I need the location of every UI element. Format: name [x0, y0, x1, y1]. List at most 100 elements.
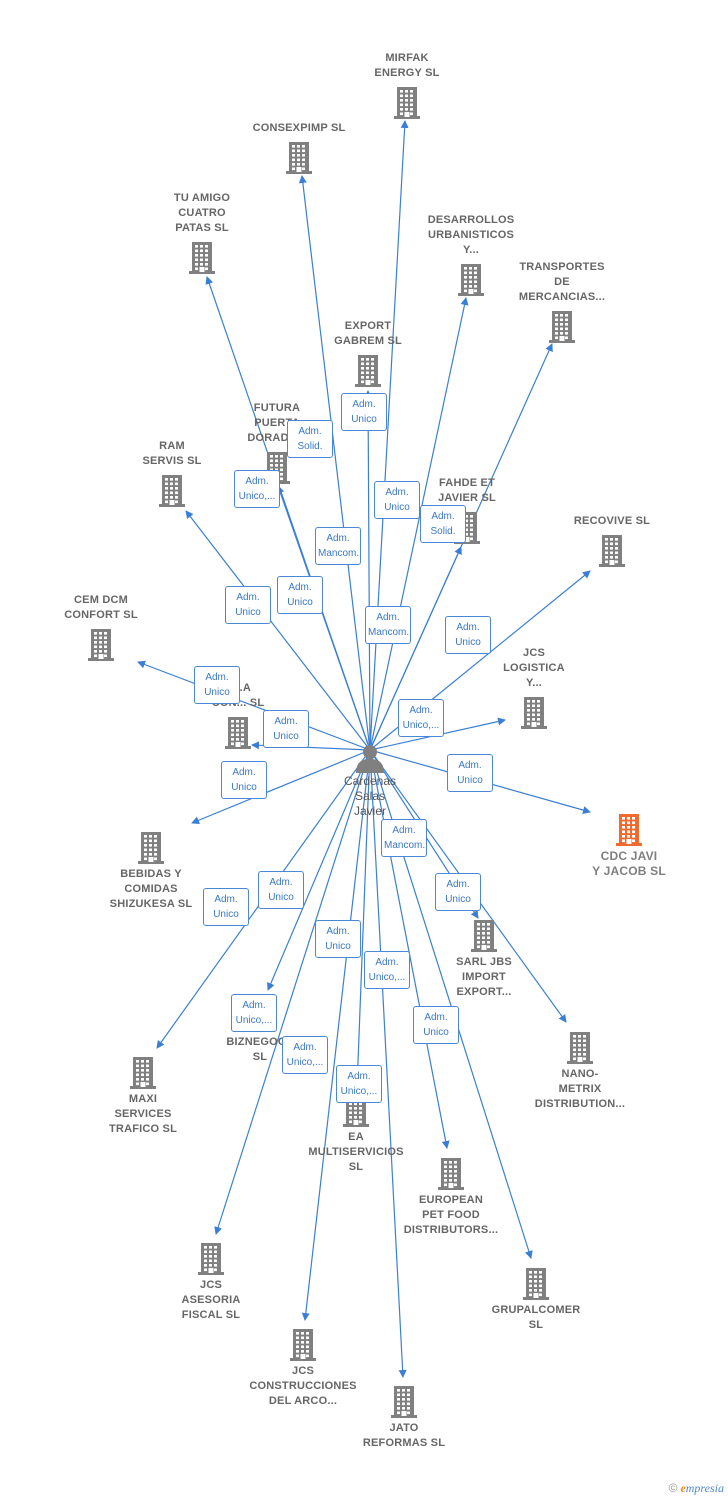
company-node-bebidas[interactable]: BEBIDAS Y COMIDAS SHIZUKESA SL	[86, 830, 216, 912]
company-node-maxi[interactable]: MAXI SERVICES TRAFICO SL	[78, 1055, 208, 1137]
company-node-sarl-jbs[interactable]: SARL JBS IMPORT EXPORT...	[419, 918, 549, 1000]
company-label: EA MULTISERVICIOS SL	[308, 1131, 404, 1173]
company-label: SARL JBS IMPORT EXPORT...	[456, 956, 512, 998]
company-label: JATO REFORMAS SL	[362, 1422, 446, 1449]
brand-name: mpresia	[685, 1481, 724, 1495]
company-label: TU AMIGO CUATRO PATAS SL	[173, 192, 231, 234]
company-label: JCS CONSTRUCCIONES DEL ARCO...	[249, 1365, 357, 1407]
company-node-ea-multi[interactable]: EA MULTISERVICIOS SL	[291, 1093, 421, 1175]
company-node-jato[interactable]: JATO REFORMAS SL	[339, 1384, 469, 1451]
role-badge-mirfak[interactable]: Adm. Mancom.	[315, 527, 361, 565]
role-badge-jcs-asesoria[interactable]: Adm. Unico,...	[231, 994, 277, 1032]
edge-consexpimp	[298, 175, 371, 751]
building-icon	[107, 473, 237, 507]
company-label: RAM SERVIS SL	[142, 440, 202, 467]
role-badge-transportes[interactable]: Adm. Solid.	[420, 505, 466, 543]
company-label: FAHDE ET JAVIER SL	[438, 477, 496, 504]
building-icon	[339, 1384, 469, 1418]
company-node-mirfak[interactable]: MIRFAK ENERGY SL	[342, 51, 472, 119]
edge-jato	[369, 749, 407, 1378]
edge-fahde	[369, 546, 462, 751]
company-label: EUROPEAN PET FOOD DISTRIBUTORS...	[403, 1194, 499, 1236]
company-node-nano-metrix[interactable]: NANO- METRIX DISTRIBUTION...	[515, 1030, 645, 1112]
company-label: CDC JAVI Y JACOB SL	[592, 849, 666, 878]
role-badge-recovive[interactable]: Adm. Unico	[445, 616, 491, 654]
company-node-tu-amigo[interactable]: TU AMIGO CUATRO PATAS SL	[137, 191, 267, 274]
company-label: CEM DCM CONFORT SL	[64, 594, 138, 621]
role-badge-ea-multi[interactable]: Adm. Unico	[315, 920, 361, 958]
company-label: MAXI SERVICES TRAFICO SL	[109, 1093, 177, 1135]
edge-futura	[276, 485, 371, 751]
company-node-jcs-logistica[interactable]: JCS LOGISTICA Y...	[469, 646, 599, 729]
role-badge-jcs-construcciones[interactable]: Adm. Unico,...	[282, 1036, 328, 1074]
edge-jcs-asesoria	[214, 749, 371, 1235]
company-label: RECOVIVE SL	[573, 515, 651, 527]
role-badge-futura[interactable]: Adm. Unico	[277, 576, 323, 614]
edge-ea-multi	[353, 749, 371, 1089]
role-badge-desarrollos[interactable]: Adm. Unico	[374, 481, 420, 519]
role-badge-maxi[interactable]: Adm. Unico	[203, 888, 249, 926]
company-node-cem-dcm[interactable]: CEM DCM CONFORT SL	[36, 593, 166, 661]
edge-export-gabrem	[364, 390, 373, 751]
role-badge-grupalcomer[interactable]: Adm. Unico	[413, 1006, 459, 1044]
company-label: DESARROLLOS URBANISTICOS Y...	[427, 214, 515, 256]
company-node-jcs-construcciones[interactable]: JCS CONSTRUCCIONES DEL ARCO...	[238, 1327, 368, 1409]
building-icon	[36, 627, 166, 661]
company-label: CONSEXPIMP SL	[252, 122, 346, 134]
company-node-recovive[interactable]: RECOVIVE SL	[547, 514, 677, 567]
company-label: EXPORT GABREM SL	[334, 320, 402, 347]
company-label: NANO- METRIX DISTRIBUTION...	[534, 1068, 626, 1110]
company-label: JCS LOGISTICA Y...	[503, 647, 565, 689]
company-label: BIZNEGOCE SL	[226, 1036, 294, 1063]
role-badge-consexpimp[interactable]: Adm. Solid.	[287, 420, 333, 458]
building-icon	[406, 262, 536, 296]
company-node-cdc[interactable]: CDC JAVI Y JACOB SL	[564, 812, 694, 879]
building-icon	[469, 695, 599, 729]
role-badge-biznegoce[interactable]: Adm. Unico	[258, 871, 304, 909]
company-node-transportes[interactable]: TRANSPORTES DE MERCANCIAS...	[497, 260, 627, 343]
building-icon	[137, 240, 267, 274]
building-icon	[564, 812, 694, 846]
building-icon	[386, 1156, 516, 1190]
edge-bebidas	[191, 749, 371, 825]
role-badge-tu-amigo[interactable]: Adm. Unico,...	[234, 470, 280, 508]
building-icon	[342, 85, 472, 119]
edge-mirfak	[369, 120, 409, 751]
edge-biznegoce	[267, 749, 371, 991]
role-badge-jato[interactable]: Adm. Unico,...	[336, 1065, 382, 1103]
edge-ram	[185, 510, 371, 751]
building-icon	[86, 830, 216, 864]
brand-initial: e	[680, 1481, 686, 1495]
company-node-jcs-asesoria[interactable]: JCS ASESORIA FISCAL SL	[146, 1241, 276, 1323]
company-label: GRUPALCOMER SL	[491, 1304, 581, 1331]
company-node-consexpimp[interactable]: CONSEXPIMP SL	[234, 121, 364, 174]
role-badge-bebidas[interactable]: Adm. Unico	[221, 761, 267, 799]
company-node-ram[interactable]: RAM SERVIS SL	[107, 439, 237, 507]
role-badge-cem-dcm[interactable]: Adm. Unico	[194, 666, 240, 704]
edge-desarrollos	[369, 297, 469, 751]
role-badge-european[interactable]: Adm. Unico,...	[364, 951, 410, 989]
brand-logo: ©empresia	[669, 1481, 724, 1496]
company-node-desarrollos[interactable]: DESARROLLOS URBANISTICOS Y...	[406, 213, 536, 296]
company-node-grupalcomer[interactable]: GRUPALCOMER SL	[471, 1266, 601, 1333]
role-badge-fahde[interactable]: Adm. Mancom.	[365, 606, 411, 644]
building-icon	[146, 1241, 276, 1275]
role-badge-jcs-logistica[interactable]: Adm. Unico,...	[398, 699, 444, 737]
role-badge-a-conf[interactable]: Adm. Unico	[263, 710, 309, 748]
building-icon	[234, 140, 364, 174]
copyright-mark: ©	[668, 1481, 678, 1495]
role-badge-cdc[interactable]: Adm. Unico	[447, 754, 493, 792]
company-node-european[interactable]: EUROPEAN PET FOOD DISTRIBUTORS...	[386, 1156, 516, 1238]
role-badge-export-gabrem[interactable]: Adm. Unico	[341, 393, 387, 431]
person-name: Cardenas Salas Javier	[343, 774, 397, 818]
building-icon	[497, 309, 627, 343]
role-badge-nano-metrix[interactable]: Adm. Unico	[435, 873, 481, 911]
edge-jcs-construcciones	[301, 749, 371, 1321]
company-node-export-gabrem[interactable]: EXPORT GABREM SL	[303, 319, 433, 387]
person-node[interactable]: Cardenas Salas Javier	[330, 742, 410, 819]
company-label: MIRFAK ENERGY SL	[374, 52, 440, 79]
role-badge-sarl-jbs[interactable]: Adm. Mancom.	[381, 819, 427, 857]
company-label: JCS ASESORIA FISCAL SL	[181, 1279, 241, 1321]
role-badge-ram[interactable]: Adm. Unico	[225, 586, 271, 624]
